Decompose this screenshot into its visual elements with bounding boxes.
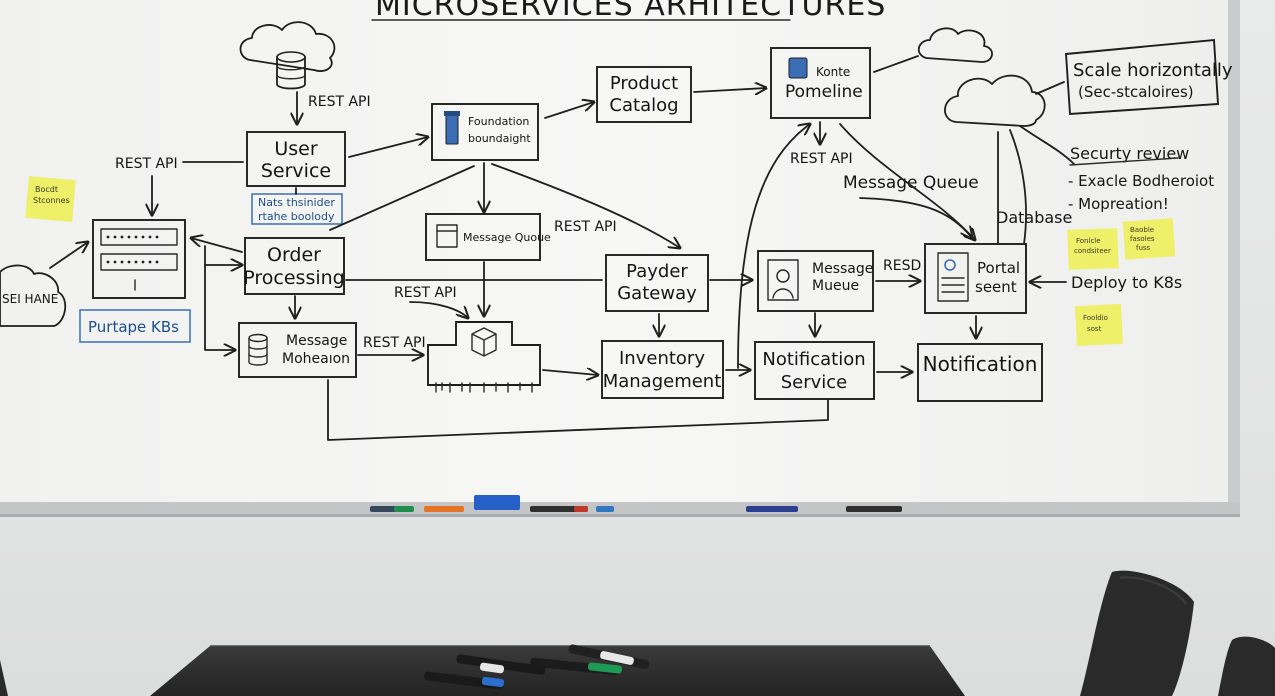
svg-text:Service: Service <box>261 160 331 182</box>
svg-text:Portal: Portal <box>977 259 1020 277</box>
marker-tray <box>370 495 902 512</box>
pipeline-node: Konte Pomeline <box>770 47 871 119</box>
notification-service-node: Notification Service <box>754 341 875 400</box>
portal-node: Portal seent <box>924 243 1027 314</box>
svg-text:Mueue: Mueue <box>812 278 859 294</box>
bullet-item: - Mopreation! <box>1068 195 1169 213</box>
inventory-management-node: Inventory Management <box>601 340 724 399</box>
deploy-label: Deploy to K8s <box>1071 273 1182 292</box>
scale-note: Scale horizontally (Sec-stcaloires) <box>1064 38 1233 116</box>
notification-node: Notification <box>917 343 1043 402</box>
svg-text:Scale horizontally: Scale horizontally <box>1073 60 1233 81</box>
message-queue-node: Message Quoue <box>425 213 551 261</box>
svg-text:Notification: Notification <box>762 349 865 370</box>
svg-text:Moheaıon: Moheaıon <box>282 351 350 367</box>
message-mueue-node: Message Mueue <box>757 250 874 312</box>
svg-text:condsiteer: condsiteer <box>1074 247 1111 255</box>
rest-api-label: REST API <box>790 151 853 167</box>
purtape-annotation: Purtape KBs <box>79 309 191 343</box>
product-catalog-node: Product Catalog <box>596 66 692 123</box>
chair <box>1080 570 1194 696</box>
svg-text:Pomeline: Pomeline <box>785 82 863 102</box>
svg-text:Baoble: Baoble <box>1130 226 1154 234</box>
rest-api-label: REST API <box>115 156 178 172</box>
user-service-node: User Service <box>246 131 346 187</box>
svg-text:Foundation: Foundation <box>468 115 529 128</box>
svg-text:Fonlcle: Fonlcle <box>1076 237 1101 245</box>
rest-api-label: REST API <box>308 94 371 110</box>
sticky-note: Bocdt Stconnes <box>25 176 76 223</box>
rest-api-label: REST API <box>394 285 457 301</box>
svg-text:Gateway: Gateway <box>617 283 697 304</box>
rest-api-label: REST API <box>363 335 426 351</box>
nats-annotation: Nats thsinider rtahe boolody <box>251 193 343 225</box>
eraser <box>474 495 520 510</box>
svg-text:Notification: Notification <box>923 352 1038 376</box>
payder-gateway-node: Payder Gateway <box>605 254 709 312</box>
sticky-note: Fooldio sost <box>1074 303 1124 347</box>
foundation-node: Foundation boundaight <box>431 103 539 161</box>
svg-text:sost: sost <box>1087 325 1102 333</box>
cloud-icon <box>944 74 1046 127</box>
cloud-icon <box>917 27 993 63</box>
container-cube-icon <box>427 321 541 393</box>
database-label: Database <box>996 208 1072 227</box>
svg-text:Purtape KBs: Purtape KBs <box>88 318 179 336</box>
sticky-note: Fonlcle condsiteer <box>1067 228 1119 270</box>
svg-text:Order: Order <box>267 244 321 266</box>
svg-text:(Sec-stcaloires): (Sec-stcaloires) <box>1078 83 1194 101</box>
board-title: MICROSERVICES ARHITECTURES <box>375 0 886 23</box>
svg-text:Message: Message <box>286 333 347 349</box>
svg-text:Message: Message <box>812 261 873 277</box>
resd-label: RESD <box>883 258 921 274</box>
message-queue-label: Message Queue <box>843 173 979 193</box>
svg-text:Konte: Konte <box>816 65 850 79</box>
svg-text:boundaight: boundaight <box>468 132 531 145</box>
svg-text:Payder: Payder <box>626 261 688 282</box>
svg-text:User: User <box>274 138 317 160</box>
svg-text:fasoles: fasoles <box>1130 235 1155 243</box>
svg-text:SEI HANE: SEI HANE <box>2 292 58 306</box>
svg-text:Product: Product <box>610 73 678 94</box>
sei-hane-cloud: SEI HANE <box>0 264 67 327</box>
cloud-database-icon <box>239 21 336 90</box>
svg-text:Message Quoue: Message Quoue <box>463 231 551 244</box>
svg-text:Catalog: Catalog <box>609 95 678 116</box>
svg-text:Fooldio: Fooldio <box>1083 314 1108 322</box>
bullet-item: - Exacle Bodheroiot <box>1068 172 1214 190</box>
server-rack-icon <box>92 219 186 299</box>
chair <box>1218 636 1275 696</box>
conference-table <box>150 645 965 696</box>
message-moheaion-node: Message Moheaıon <box>238 322 357 378</box>
svg-text:Stconnes: Stconnes <box>33 196 70 205</box>
svg-text:Processing: Processing <box>243 267 344 289</box>
svg-text:seent: seent <box>975 278 1017 296</box>
svg-text:Nats thsinider: Nats thsinider <box>258 196 335 209</box>
order-processing-node: Order Processing <box>243 237 345 295</box>
svg-text:rtahe boolody: rtahe boolody <box>258 210 335 223</box>
svg-text:Bocdt: Bocdt <box>35 185 58 194</box>
svg-text:Service: Service <box>781 372 848 393</box>
svg-text:fuss: fuss <box>1136 244 1151 252</box>
table-markers <box>424 644 650 690</box>
sticky-note: Baoble fasoles fuss <box>1122 218 1176 260</box>
security-review-label: Securty review <box>1070 144 1189 163</box>
svg-text:Inventory: Inventory <box>619 348 705 369</box>
rest-api-label: REST API <box>554 219 617 235</box>
svg-text:Management: Management <box>603 371 722 392</box>
